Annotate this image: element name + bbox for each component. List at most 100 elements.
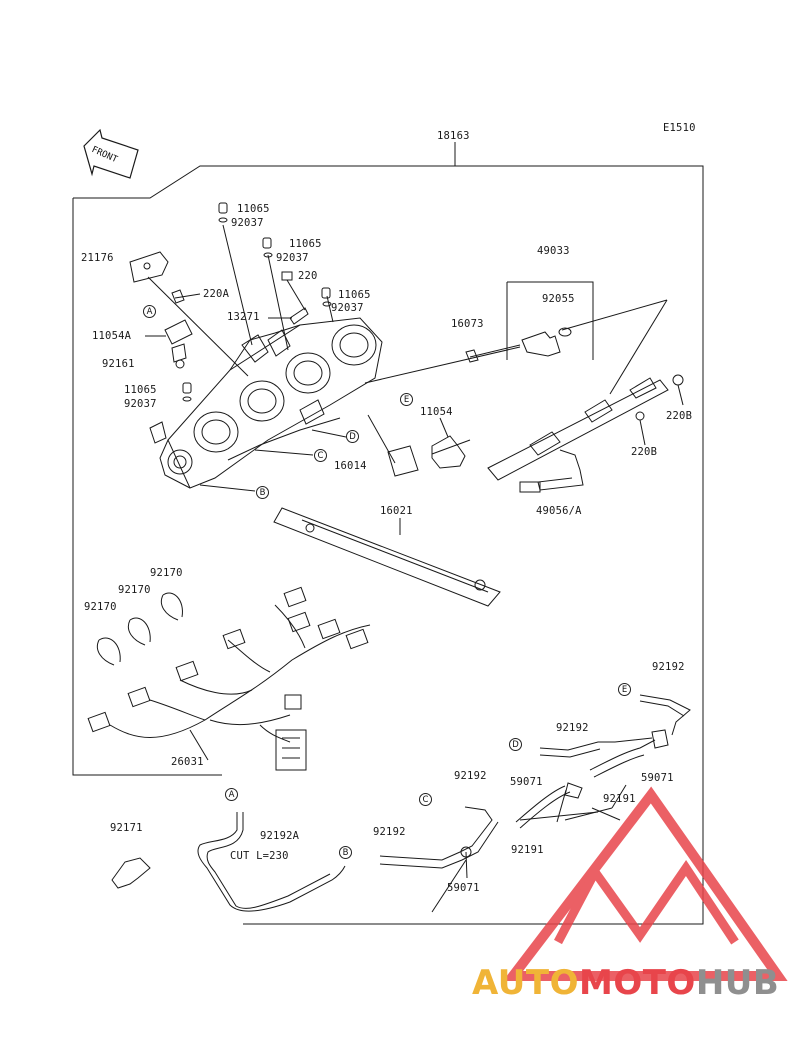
part-16021-cable xyxy=(273,507,501,607)
leader-rail xyxy=(609,299,668,395)
label-16073: 16073 xyxy=(451,318,484,330)
part-11054 xyxy=(431,435,466,469)
part-21176 xyxy=(129,251,169,283)
callout-a: A xyxy=(225,788,238,801)
callout-e: E xyxy=(400,393,413,406)
label-18163: 18163 xyxy=(437,130,470,142)
label-92192a: 92192A xyxy=(260,830,300,842)
clamp-92170b xyxy=(129,617,151,643)
leader-11065b xyxy=(267,254,289,351)
label-21176: 21176 xyxy=(81,252,114,264)
bracket-92055 xyxy=(507,281,594,360)
leader-220a xyxy=(174,293,201,299)
part-92037a xyxy=(218,217,228,223)
part-fuel-rail xyxy=(487,377,669,493)
label-11065: 11065 xyxy=(289,238,322,250)
assembly-frame xyxy=(73,165,704,925)
label-59071: 59071 xyxy=(510,776,543,788)
wiring-harness-26031 xyxy=(87,586,371,771)
label-13271: 13271 xyxy=(227,311,260,323)
part-11065d xyxy=(182,382,192,394)
watermark-part-auto: AUTO xyxy=(472,963,579,1003)
part-11065b xyxy=(262,237,272,249)
label-92191: 92191 xyxy=(603,793,636,805)
leader-16014 xyxy=(367,414,396,464)
part-16073 xyxy=(465,349,479,363)
leader-c xyxy=(254,449,314,456)
part-11065c xyxy=(321,287,331,299)
label-92037: 92037 xyxy=(124,398,157,410)
callout-c: C xyxy=(314,449,327,462)
callout-b: B xyxy=(256,486,269,499)
watermark-part-moto: MOTO xyxy=(578,963,696,1003)
label-92170: 92170 xyxy=(84,601,117,613)
label-220b: 220B xyxy=(666,410,693,422)
leader-16073 xyxy=(469,344,521,358)
part-220 xyxy=(281,271,293,281)
label-49033: 49033 xyxy=(537,245,570,257)
label-16014: 16014 xyxy=(334,460,367,472)
leader-11065a xyxy=(222,224,253,346)
label-92170: 92170 xyxy=(118,584,151,596)
label-220b: 220B xyxy=(631,446,658,458)
cut-note: CUT L=230 xyxy=(230,850,289,862)
label-92171: 92171 xyxy=(110,822,143,834)
throttle-body-assembly xyxy=(149,317,383,489)
hose-routing xyxy=(197,694,691,913)
label-92192: 92192 xyxy=(556,722,589,734)
leader-92055 xyxy=(561,299,668,331)
label-92055: 92055 xyxy=(542,293,575,305)
label-220a: 220A xyxy=(203,288,230,300)
part-92161 xyxy=(171,343,187,363)
leader-11054 xyxy=(439,417,449,438)
label-92192: 92192 xyxy=(652,661,685,673)
leader-b xyxy=(199,484,256,492)
callout-d: D xyxy=(509,738,522,751)
label-11065: 11065 xyxy=(124,384,157,396)
label-92192: 92192 xyxy=(373,826,406,838)
label-59071: 59071 xyxy=(447,882,480,894)
clip-92171 xyxy=(111,857,151,889)
part-220b-b xyxy=(635,411,645,421)
label-11065: 11065 xyxy=(237,203,270,215)
part-13271 xyxy=(289,307,309,325)
part-92037c xyxy=(322,301,332,307)
part-92037b xyxy=(263,252,273,258)
callout-d: D xyxy=(346,430,359,443)
label-92191: 92191 xyxy=(511,844,544,856)
leader-e xyxy=(364,346,521,384)
watermark-part-hub: HUB xyxy=(695,963,780,1003)
clamp-92170a xyxy=(162,592,183,618)
part-11054a xyxy=(164,319,193,345)
label-92170: 92170 xyxy=(150,567,183,579)
watermark-text: AUTOMOTOHUB xyxy=(472,963,779,1003)
front-arrow xyxy=(83,128,139,179)
leader-220 xyxy=(286,279,306,311)
part-49033-injector xyxy=(521,327,572,357)
part-220a xyxy=(171,289,185,304)
assembly-frame-left xyxy=(72,198,222,776)
label-26031: 26031 xyxy=(171,756,204,768)
part-11065a xyxy=(218,202,228,214)
label-92037: 92037 xyxy=(276,252,309,264)
label-11065: 11065 xyxy=(338,289,371,301)
label-92037: 92037 xyxy=(331,302,364,314)
callout-a: A xyxy=(143,305,156,318)
diagram-code: E1510 xyxy=(663,122,696,134)
label-92192: 92192 xyxy=(454,770,487,782)
part-92037d xyxy=(182,396,192,402)
label-92161: 92161 xyxy=(102,358,135,370)
label-11054: 11054 xyxy=(420,406,453,418)
label-220: 220 xyxy=(298,270,318,282)
watermark-logo xyxy=(502,786,788,981)
leader-11065c xyxy=(326,295,334,323)
label-59071: 59071 xyxy=(641,772,674,784)
leader-d xyxy=(311,429,347,438)
callout-c: C xyxy=(419,793,432,806)
leader-21176 xyxy=(147,276,249,377)
clamp-92170c xyxy=(98,637,121,663)
part-16014 xyxy=(387,445,419,477)
label-11054a: 11054A xyxy=(92,330,132,342)
label-92037: 92037 xyxy=(231,217,264,229)
